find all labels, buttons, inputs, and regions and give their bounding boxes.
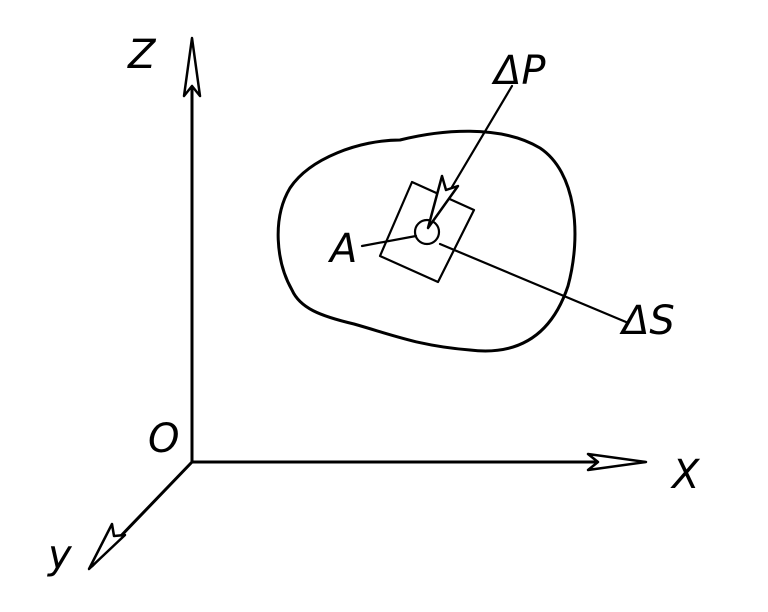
force-label: ΔP <box>491 48 546 94</box>
z-axis-arrowhead <box>182 36 202 98</box>
point-a-circle <box>413 218 441 246</box>
z-axis-label: Z <box>127 32 157 78</box>
y-axis <box>87 460 194 571</box>
x-axis <box>190 452 648 472</box>
area-label: ΔS <box>619 298 675 344</box>
z-axis <box>182 36 202 464</box>
point-a-label: A <box>327 226 357 272</box>
body-outline <box>276 129 577 353</box>
area-element <box>378 180 476 284</box>
force-arrow <box>426 84 514 230</box>
y-axis-label: y <box>47 532 73 578</box>
point-a-leader <box>360 234 418 248</box>
x-axis-label: X <box>670 452 701 498</box>
force-arrowhead <box>426 174 460 230</box>
origin-label: O <box>148 416 179 462</box>
x-axis-arrowhead <box>586 452 648 472</box>
y-axis-arrowhead <box>87 522 127 571</box>
area-leader <box>438 242 628 324</box>
